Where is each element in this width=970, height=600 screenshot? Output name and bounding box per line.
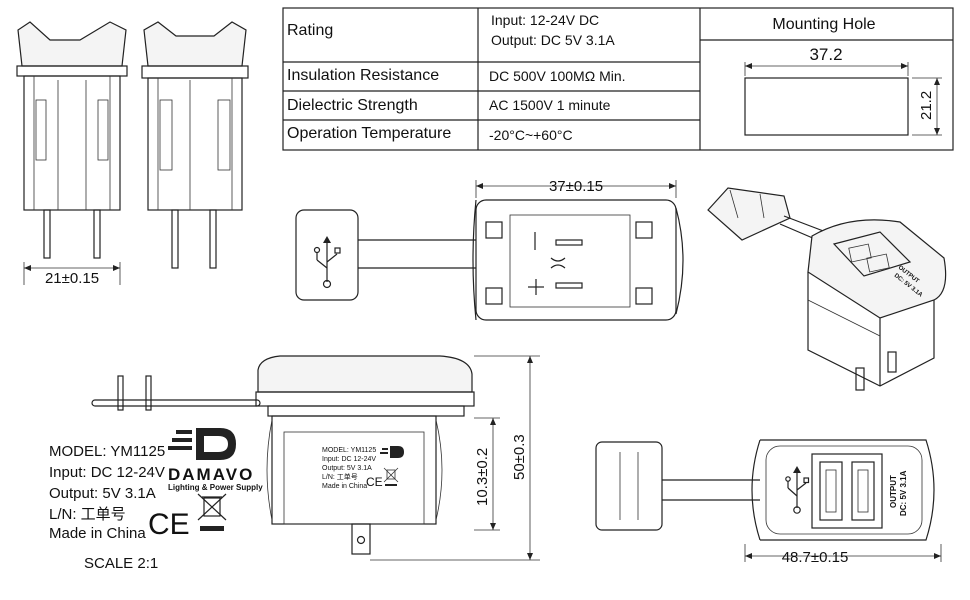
side-view-right <box>141 21 249 269</box>
label-ln: L/N: 工单号 <box>49 506 126 523</box>
label-input: Input: DC 12-24V <box>49 464 165 481</box>
spec-value-insulation: DC 500V 100MΩ Min. <box>489 68 626 84</box>
label-model: MODEL: YM1125 <box>49 443 165 460</box>
front-view <box>595 439 942 562</box>
spec-value-rating: Input: 12-24V DC Output: DC 5V 3.1A <box>491 10 615 50</box>
plate-input: Input: DC 12-24V <box>322 456 376 463</box>
label-origin: Made in China <box>49 525 146 542</box>
mounting-hole-height: 21.2 <box>918 91 935 120</box>
brand-tagline: Lighting & Power Supply <box>168 483 263 492</box>
dim-front-width: 48.7±0.15 <box>782 549 849 566</box>
weee-bin-icon-small <box>383 467 399 486</box>
damavo-logo-small <box>380 446 404 458</box>
spec-label-insulation: Insulation Resistance <box>287 67 440 84</box>
usb-icon <box>313 236 341 289</box>
side-view-left <box>16 21 128 285</box>
label-output: Output: 5V 3.1A <box>49 485 156 502</box>
front-output-label-2: DC: 5V 3.1A <box>899 470 908 516</box>
usb-icon-front <box>785 466 810 514</box>
isometric-view <box>707 187 947 391</box>
damavo-logo-large <box>168 428 236 460</box>
dim-height-partial: 10.3±0.2 <box>474 448 491 506</box>
dim-height-total: 50±0.3 <box>511 434 528 480</box>
dim-side-width: 21±0.15 <box>45 270 99 287</box>
plate-ln: L/N: 工单号 <box>322 472 358 481</box>
spec-value-rating-input: Input: 12-24V DC <box>491 12 600 28</box>
spec-value-temperature: -20°C~+60°C <box>489 127 573 143</box>
ce-mark: CE <box>148 508 190 541</box>
spec-label-temperature: Operation Temperature <box>287 125 452 142</box>
plate-ce-mark: CE <box>366 475 383 489</box>
mounting-hole-width: 37.2 <box>809 45 842 64</box>
spec-value-rating-output: Output: DC 5V 3.1A <box>491 32 615 48</box>
spec-label-dielectric: Dielectric Strength <box>287 97 418 114</box>
spec-label-rating: Rating <box>287 22 334 39</box>
front-output-label-1: OUTPUT <box>889 475 898 508</box>
spec-value-dielectric: AC 1500V 1 minute <box>489 97 611 113</box>
spec-table <box>282 7 954 151</box>
brand-name: DAMAVO <box>168 465 254 484</box>
plate-origin: Made in China <box>322 483 367 490</box>
rear-view <box>295 180 684 321</box>
weee-bin-icon <box>197 493 227 531</box>
dim-back-width: 37±0.15 <box>549 178 603 195</box>
scale-label: SCALE 2:1 <box>84 555 159 572</box>
mounting-hole-title: Mounting Hole <box>772 16 875 33</box>
mounting-hole-diagram <box>744 62 942 136</box>
main-side-view <box>91 355 540 561</box>
plate-model: MODEL: YM1125 <box>322 447 376 454</box>
plate-output: Output: 5V 3.1A <box>322 465 372 472</box>
